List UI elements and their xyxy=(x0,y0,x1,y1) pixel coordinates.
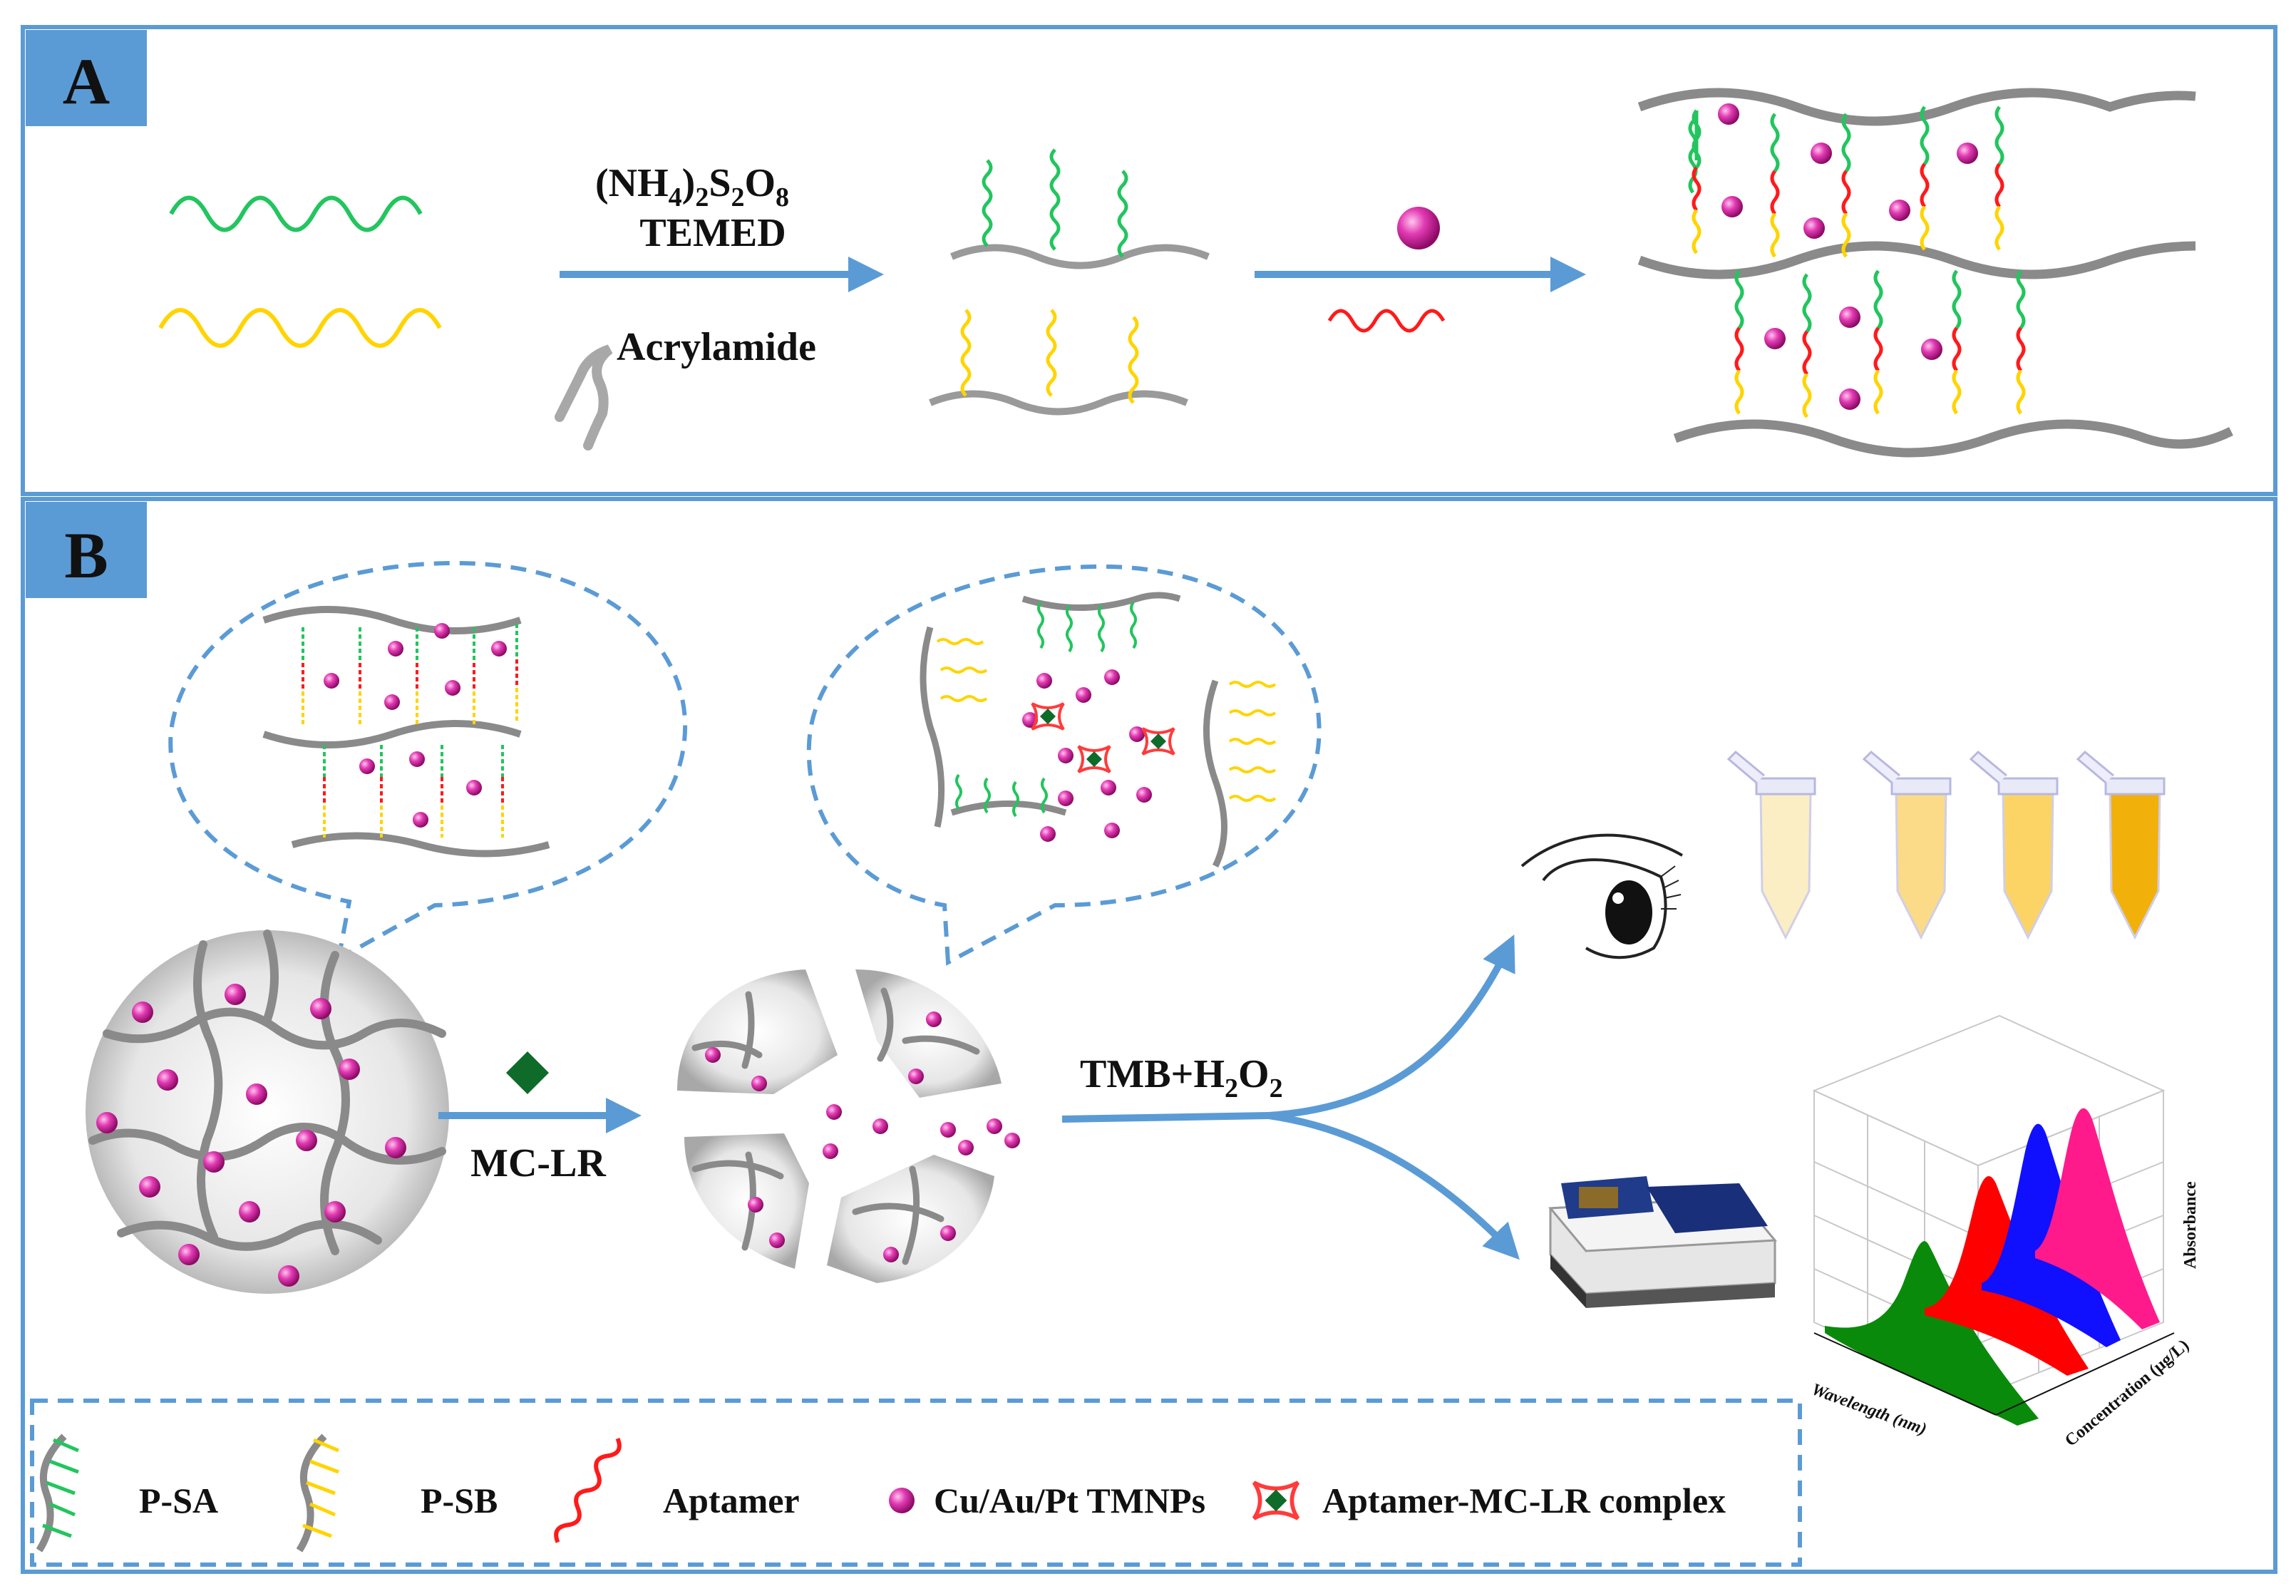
tube-2 xyxy=(1862,750,1952,940)
p-sa-polymer xyxy=(950,148,1210,269)
panel-a: A (NH4)2S2O8 TEMED Acrylamide xyxy=(21,25,2277,496)
panel-a-tag-box xyxy=(26,30,147,126)
tube-1 xyxy=(1726,750,1816,940)
legend-frame xyxy=(30,1399,1802,1567)
reagent-initiator: (NH4)2S2O8 xyxy=(595,161,789,212)
color-tubes xyxy=(1726,750,2166,940)
p-sb-polymer xyxy=(929,309,1188,416)
z-axis-label: Absorbance xyxy=(2181,1181,2200,1269)
mc-lr-label: MC-LR xyxy=(470,1141,606,1185)
legend-complex-label: Aptamer-MC-LR complex xyxy=(1322,1481,1726,1520)
aptamer-strand xyxy=(1327,309,1446,333)
legend: P-SA P-SB Aptamer Cu/Au/Pt TMNPs Aptamer… xyxy=(30,1399,1802,1567)
spectrum-series-1 xyxy=(1825,1241,2039,1426)
legend-p-sa-label: P-SA xyxy=(139,1481,218,1520)
acrylamide-label: Acrylamide xyxy=(617,325,816,369)
tmb-h2o2-label: TMB+H2O2 xyxy=(1080,1052,1283,1103)
panel-b-tag-box xyxy=(26,502,147,598)
callout-disrupted-hydrogel xyxy=(806,564,1322,966)
panel-a-tag: A xyxy=(63,45,110,118)
p-sa-strand xyxy=(169,195,423,232)
legend-tmnp-icon xyxy=(889,1488,915,1513)
panel-a-frame xyxy=(21,25,2277,496)
eye-icon xyxy=(1520,833,1683,959)
tube-3 xyxy=(1969,750,2059,940)
legend-p-sb-icon xyxy=(296,1433,339,1553)
panel-b: B xyxy=(21,497,2277,1574)
reagent-temed: TEMED xyxy=(639,211,786,255)
hydrogel-network-a xyxy=(1637,88,2233,458)
arrow-visual-branch xyxy=(1268,934,1515,1119)
disrupted-hydrogel-sphere xyxy=(677,969,1020,1283)
arrow-instrument-branch xyxy=(1268,1112,1520,1260)
p-sb-strand xyxy=(158,308,442,348)
tube-4 xyxy=(2076,750,2166,940)
spectrum-series-4 xyxy=(2035,1108,2160,1329)
acrylamide-squiggle xyxy=(555,344,613,451)
panel-b-tag: B xyxy=(64,519,108,592)
intact-hydrogel-sphere xyxy=(86,930,449,1294)
tmnp-particle-icon xyxy=(1397,207,1440,249)
legend-aptamer-icon xyxy=(554,1437,622,1543)
legend-aptamer-label: Aptamer xyxy=(663,1481,800,1520)
spectrophotometer-icon xyxy=(1548,1176,1778,1308)
legend-p-sb-label: P-SB xyxy=(421,1481,498,1520)
arrow-detection-stem xyxy=(1061,1112,1270,1123)
mc-lr-diamond-icon xyxy=(506,1051,549,1094)
legend-tmnp-label: Cu/Au/Pt TMNPs xyxy=(934,1481,1205,1520)
callout-intact-hydrogel xyxy=(168,560,688,963)
legend-p-sa-icon xyxy=(36,1433,79,1553)
